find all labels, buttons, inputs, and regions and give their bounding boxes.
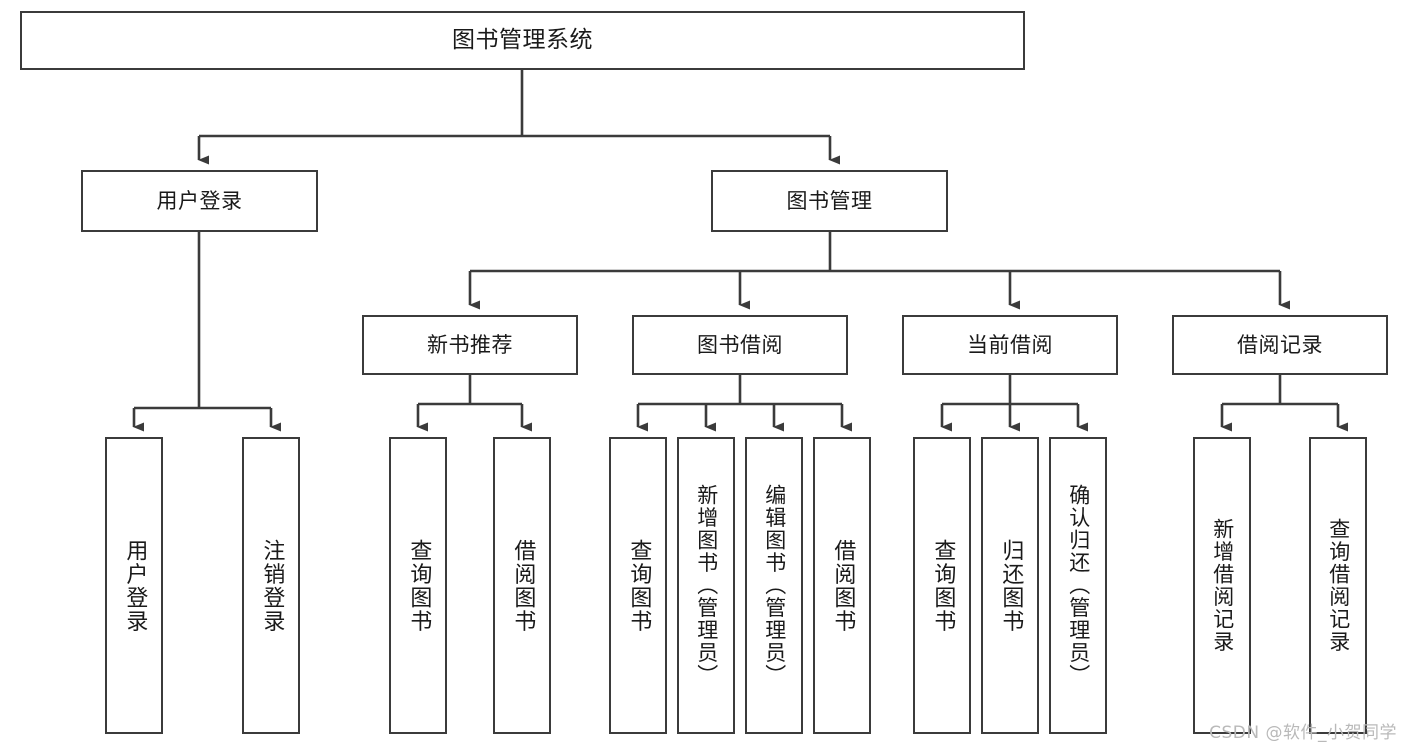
node-label: 查询图书 (406, 538, 432, 633)
node-label: 图书管理系统 (452, 26, 593, 53)
node-current-borrow[interactable]: 当前借阅 (902, 315, 1118, 375)
node-label: 查询图书 (930, 538, 956, 633)
node-leaf-query-book-new[interactable]: 查询图书 (389, 437, 447, 734)
node-leaf-user-login[interactable]: 用户登录 (105, 437, 163, 734)
node-label: 借阅记录 (1237, 332, 1323, 357)
node-leaf-logout[interactable]: 注销登录 (242, 437, 300, 734)
node-book-borrow[interactable]: 图书借阅 (632, 315, 848, 375)
node-label: 新书推荐 (427, 332, 513, 357)
node-label: 用户登录 (156, 188, 243, 213)
node-label: 图书管理 (786, 188, 873, 213)
node-leaf-edit-book-admin[interactable]: 编辑图书（管理员） (745, 437, 803, 734)
node-leaf-return-book[interactable]: 归还图书 (981, 437, 1039, 734)
node-label: 借阅图书 (510, 538, 536, 633)
node-leaf-confirm-return-admin[interactable]: 确认归还（管理员） (1049, 437, 1107, 734)
node-label: 用户登录 (122, 538, 148, 633)
node-user-login[interactable]: 用户登录 (81, 170, 318, 232)
node-label: 确认归还（管理员） (1066, 484, 1091, 687)
node-leaf-borrow-book-new[interactable]: 借阅图书 (493, 437, 551, 734)
node-label: 编辑图书（管理员） (762, 484, 787, 687)
node-label: 归还图书 (998, 538, 1024, 633)
node-label: 查询图书 (626, 538, 652, 633)
node-label: 查询借阅记录 (1326, 518, 1351, 653)
node-leaf-query-borrow-record[interactable]: 查询借阅记录 (1309, 437, 1367, 734)
node-leaf-add-book-admin[interactable]: 新增图书（管理员） (677, 437, 735, 734)
node-leaf-query-book-borrow[interactable]: 查询图书 (609, 437, 667, 734)
node-label: 新增借阅记录 (1210, 518, 1235, 653)
node-leaf-borrow-book[interactable]: 借阅图书 (813, 437, 871, 734)
node-leaf-add-borrow-record[interactable]: 新增借阅记录 (1193, 437, 1251, 734)
node-book-management-system[interactable]: 图书管理系统 (20, 11, 1025, 70)
node-label: 图书借阅 (697, 332, 783, 357)
node-label: 新增图书（管理员） (694, 484, 719, 687)
node-new-book-recommend[interactable]: 新书推荐 (362, 315, 578, 375)
node-label: 注销登录 (259, 538, 285, 633)
node-label: 当前借阅 (967, 332, 1053, 357)
node-borrow-record[interactable]: 借阅记录 (1172, 315, 1388, 375)
node-leaf-query-book-current[interactable]: 查询图书 (913, 437, 971, 734)
node-label: 借阅图书 (830, 538, 856, 633)
node-book-management[interactable]: 图书管理 (711, 170, 948, 232)
